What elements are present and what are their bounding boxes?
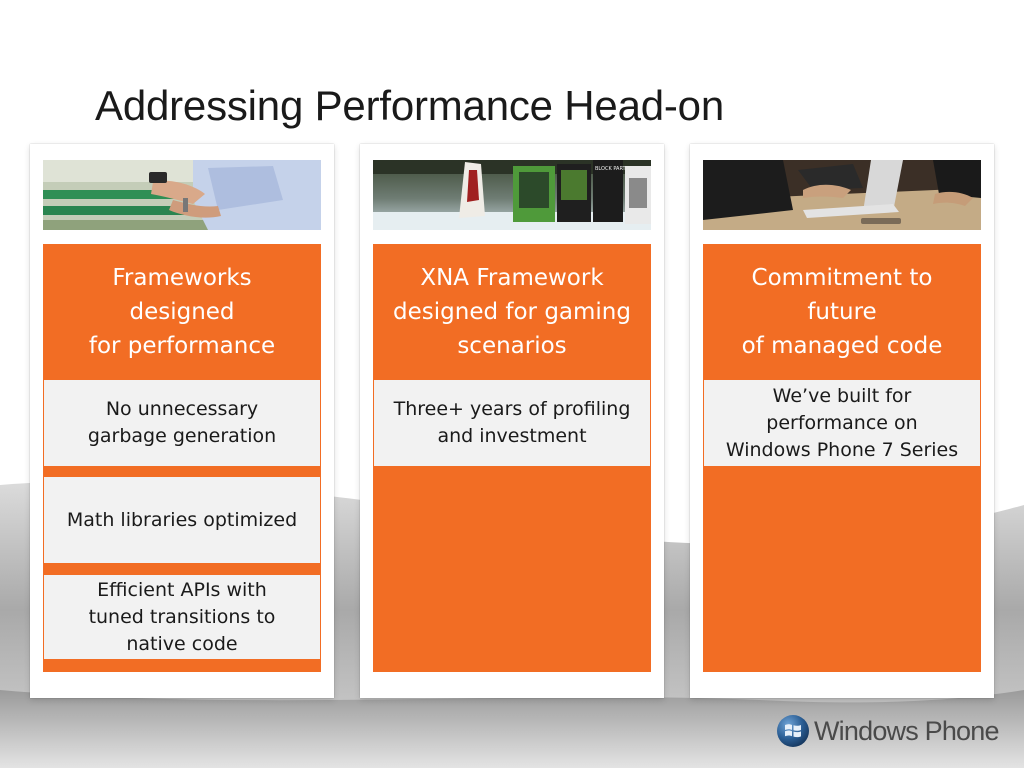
column-commitment: Commitment to future of managed code We’… [690,144,994,698]
photo-person-with-phone [43,160,321,230]
feature-box-profiling: Three+ years of profiling and investment [374,380,650,466]
block-party-tile-label: BLOCK PARTY [595,166,630,172]
feature-box-windows-phone: We’ve built for performance on Windows P… [704,380,980,466]
feature-box-garbage: No unnecessary garbage generation [44,380,320,466]
orange-panel: Commitment to future of managed code We’… [703,244,981,672]
column-header: Frameworks designed for performance [88,265,276,359]
orange-panel: XNA Framework designed for gaming scenar… [373,244,651,672]
feature-box-math: Math libraries optimized [44,477,320,563]
slide-title: Addressing Performance Head-on [95,82,725,129]
feature-box-apis: Efficient APIs with tuned transitions to… [44,575,320,659]
photo-laptop-meeting [703,160,981,230]
column-frameworks: Frameworks designed for performance No u… [30,144,334,698]
windows-phone-wordmark: Windows Phone [814,716,1000,746]
column-header: XNA Framework designed for gaming scenar… [393,265,631,359]
windows-flag-icon [777,715,809,747]
windows-phone-logo: Windows Phone [776,712,1006,752]
photo-game-tiles: BLOCK PARTY [373,160,651,230]
column-header: Commitment to future of managed code [741,265,943,359]
orange-panel: Frameworks designed for performance No u… [43,244,321,672]
column-xna: BLOCK PARTY XNA Framework designed for g… [360,144,664,698]
